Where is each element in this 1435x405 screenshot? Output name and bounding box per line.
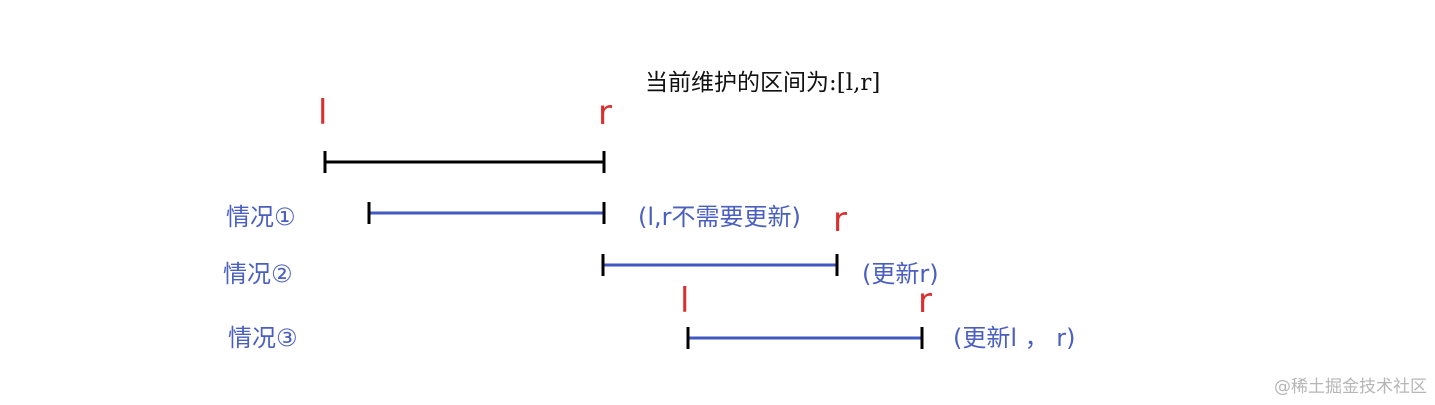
case-3-right-marker: r [918, 281, 932, 321]
diagram-title: 当前维护的区间为:[l,r] [645, 70, 881, 96]
watermark: @稀土掘金技术社区 [1274, 377, 1427, 397]
reference-right-marker: r [598, 93, 612, 133]
case-2-note: (更新r) [862, 260, 939, 288]
case-1-label: 情况① [226, 203, 296, 231]
case-1-note: (l,r不需要更新) [638, 203, 801, 231]
case-3-left-marker: l [680, 281, 690, 321]
case-3-interval [686, 327, 924, 349]
case-2-label: 情况② [223, 260, 293, 288]
case-3-note: (更新l ， r) [953, 324, 1076, 352]
case-2-right-marker: r [833, 200, 847, 240]
case-2-interval [601, 254, 839, 276]
case-3-label: 情况③ [228, 324, 298, 352]
reference-left-marker: l [318, 93, 328, 133]
case-1-interval [367, 202, 606, 224]
reference-interval [323, 151, 606, 173]
